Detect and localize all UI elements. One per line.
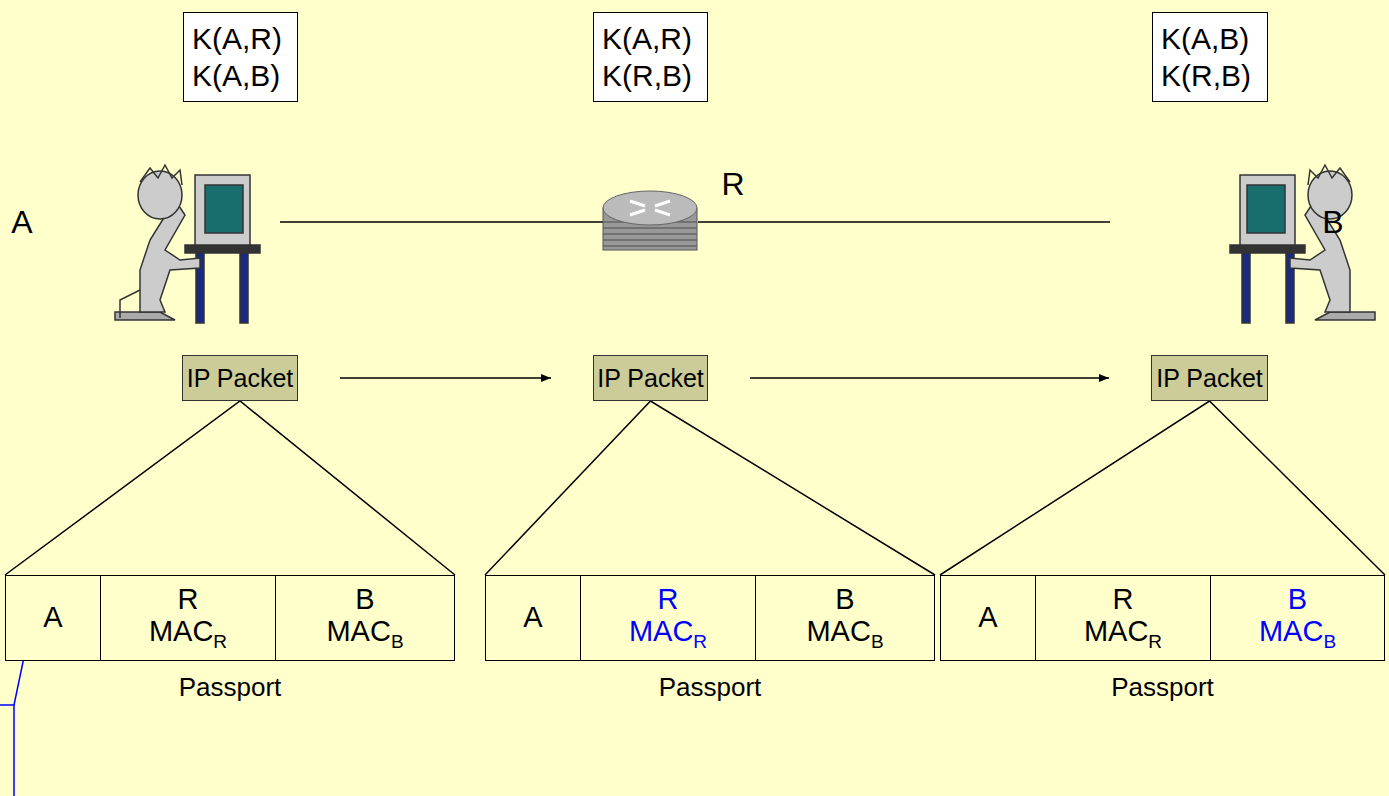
mac-line: MACR: [629, 616, 707, 653]
mac-line: MACB: [1259, 616, 1336, 653]
key-label: K(R,B): [1161, 57, 1251, 95]
mac-line: MACR: [1084, 616, 1162, 653]
key-label: K(A,R): [192, 20, 282, 58]
passport-label: Passport: [486, 672, 934, 703]
mac-subscript: B: [1323, 630, 1336, 651]
mac-line: MACR: [149, 616, 227, 653]
packet-label: IP Packet: [1156, 364, 1263, 393]
passport-cell: RMACR: [1036, 576, 1211, 660]
expansion-lines: [940, 401, 1385, 575]
passport-cell: BMACB: [756, 576, 934, 660]
flow-arrow: [340, 377, 551, 379]
passport-table: PassportARMACRBMACB: [5, 575, 455, 661]
host-label: B: [1322, 204, 1343, 241]
mac-subscript: R: [693, 630, 707, 651]
host-label: A: [11, 204, 32, 241]
packet-box: IP Packet: [182, 355, 298, 401]
user-at-computer: [115, 165, 260, 323]
cell-name: B: [1288, 584, 1307, 616]
mac-text: MAC: [149, 615, 213, 647]
key-box: K(A,R)K(R,B): [593, 12, 708, 102]
packet-label: IP Packet: [187, 364, 294, 393]
passport-cell: BMACB: [276, 576, 454, 660]
key-label: K(A,B): [192, 57, 280, 95]
cell-name: R: [1113, 584, 1134, 616]
expansion-lines: [5, 401, 455, 575]
passport-cell: A: [486, 576, 581, 660]
cell-name: R: [178, 584, 199, 616]
passport-label: Passport: [6, 672, 454, 703]
cell-name: A: [43, 602, 62, 634]
passport-cell: RMACR: [581, 576, 756, 660]
mac-subscript: B: [871, 630, 884, 651]
network-link: [698, 221, 1110, 223]
flow-arrow: [750, 377, 1109, 379]
mac-subscript: R: [213, 630, 227, 651]
mac-subscript: R: [1148, 630, 1162, 651]
passport-cell: A: [941, 576, 1036, 660]
cell-name: A: [523, 602, 542, 634]
cell-name: A: [978, 602, 997, 634]
cell-name: B: [355, 584, 374, 616]
mac-subscript: B: [391, 630, 404, 651]
key-box: K(A,B)K(R,B): [1152, 12, 1268, 102]
passport-cell: RMACR: [101, 576, 276, 660]
callout-box: [0, 705, 14, 796]
passport-table: PassportARMACRBMACB: [940, 575, 1385, 661]
key-box: K(A,R)K(A,B): [183, 12, 298, 102]
host-label: R: [721, 166, 744, 203]
mac-line: MACB: [806, 616, 883, 653]
mac-text: MAC: [629, 615, 693, 647]
key-label: K(A,B): [1161, 20, 1249, 58]
passport-cell: BMACB: [1211, 576, 1384, 660]
cell-name: B: [835, 584, 854, 616]
passport-table: PassportARMACRBMACB: [485, 575, 935, 661]
mac-text: MAC: [1259, 615, 1323, 647]
expansion-lines: [485, 401, 935, 575]
user-at-computer: [1230, 165, 1375, 323]
mac-text: MAC: [806, 615, 870, 647]
passport-cell: A: [6, 576, 101, 660]
mac-text: MAC: [326, 615, 390, 647]
network-link: [280, 221, 605, 223]
packet-label: IP Packet: [597, 364, 704, 393]
mac-text: MAC: [1084, 615, 1148, 647]
cell-name: R: [658, 584, 679, 616]
key-label: K(A,R): [602, 20, 692, 58]
router-icon: [603, 191, 697, 250]
packet-box: IP Packet: [1151, 355, 1268, 401]
passport-label: Passport: [941, 672, 1384, 703]
key-label: K(R,B): [602, 57, 692, 95]
mac-line: MACB: [326, 616, 403, 653]
packet-box: IP Packet: [593, 355, 708, 401]
